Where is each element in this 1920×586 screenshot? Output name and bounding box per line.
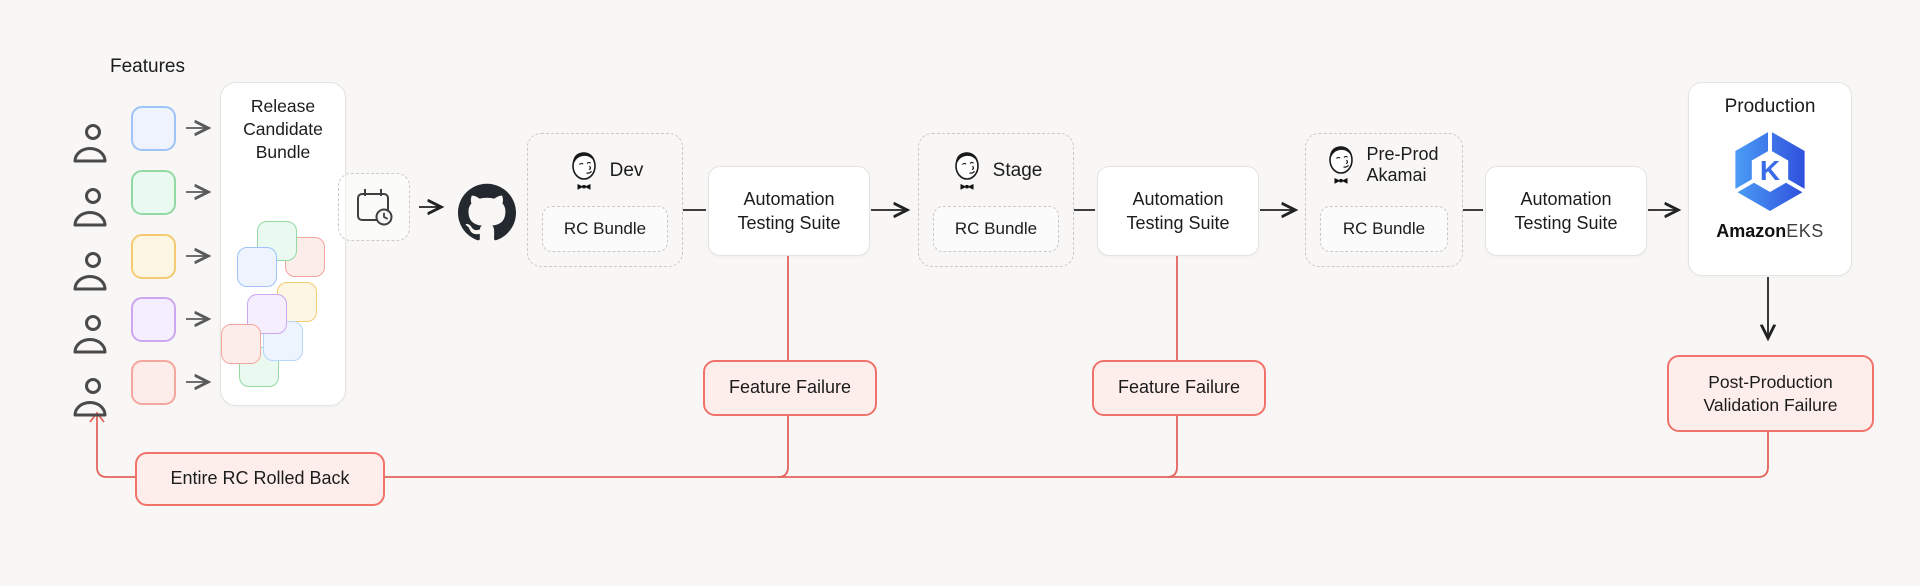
rc-bundle-chip: RC Bundle <box>933 206 1059 252</box>
amazon-eks-icon: K <box>1732 129 1808 211</box>
jenkins-icon <box>954 152 979 190</box>
feature-square <box>131 106 176 151</box>
stage-header: Stage <box>919 134 1073 193</box>
post-production-failure-label: Post-Production Validation Failure <box>1703 371 1838 415</box>
failure-line-stage <box>1166 255 1178 478</box>
automation-suite-label: Automation Testing Suite <box>1514 188 1618 233</box>
stage-box-dev: Dev RC Bundle <box>527 133 683 267</box>
bundle-feature-square <box>237 247 277 287</box>
feature-square <box>131 297 176 342</box>
automation-suite-box: Automation Testing Suite <box>1097 166 1259 256</box>
stage-box-stage: Stage RC Bundle <box>918 133 1074 267</box>
rollback-return-line <box>96 414 135 478</box>
wordmark-amazon: Amazon <box>1716 221 1787 241</box>
post-production-failure-box: Post-Production Validation Failure <box>1667 355 1874 432</box>
developer-icon <box>73 378 107 417</box>
automation-suite-box: Automation Testing Suite <box>708 166 870 256</box>
bundle-feature-square <box>221 324 261 364</box>
svg-text:K: K <box>1760 155 1780 186</box>
stage-label: Dev <box>609 160 644 181</box>
calendar-clock-icon <box>357 189 393 226</box>
stage-label: Pre-Prod Akamai <box>1366 143 1439 185</box>
feature-row <box>70 106 220 163</box>
feature-failure-box-1: Feature Failure <box>703 360 877 416</box>
stage-box-preprod: Pre-Prod Akamai RC Bundle <box>1305 133 1463 267</box>
developer-icon <box>73 252 107 291</box>
amazon-eks-wordmark: AmazonEKS <box>1716 221 1824 242</box>
rollback-main-line <box>381 429 1769 478</box>
feature-row <box>70 297 220 354</box>
rollback-box: Entire RC Rolled Back <box>135 452 385 506</box>
feature-square <box>131 170 176 215</box>
features-label: Features <box>110 56 185 77</box>
feature-square <box>131 360 176 405</box>
pipeline-connectors <box>419 207 1768 338</box>
feature-row <box>70 170 220 227</box>
wordmark-eks: EKS <box>1786 221 1824 241</box>
production-title: Production <box>1724 96 1816 117</box>
production-box: Production K AmazonEKS <box>1688 82 1852 276</box>
schedule-box <box>338 173 410 241</box>
stage-header: Pre-Prod Akamai <box>1306 134 1462 187</box>
rc-bundle-chip: RC Bundle <box>542 206 668 252</box>
developer-icon <box>73 315 107 354</box>
jenkins-icon <box>571 152 596 190</box>
developer-icon <box>73 188 107 227</box>
rollback-wiring <box>89 255 1769 478</box>
feature-failure-box-2: Feature Failure <box>1092 360 1266 416</box>
bundle-cluster <box>221 83 345 405</box>
feature-row <box>70 360 220 417</box>
feature-row <box>70 234 220 291</box>
developer-icon <box>73 124 107 163</box>
release-candidate-bundle-box: Release Candidate Bundle <box>220 82 346 406</box>
rc-bundle-chip: RC Bundle <box>1320 206 1448 252</box>
bundle-title: Release Candidate Bundle <box>243 96 323 163</box>
rollback-up-arrowhead <box>89 411 105 423</box>
github-icon <box>458 183 516 241</box>
stage-header: Dev <box>528 134 682 193</box>
failure-line-dev <box>777 255 789 478</box>
automation-suite-label: Automation Testing Suite <box>1126 188 1230 233</box>
stage-label: Stage <box>992 160 1043 181</box>
feature-square <box>131 234 176 279</box>
automation-suite-label: Automation Testing Suite <box>737 188 841 233</box>
jenkins-icon <box>1328 146 1353 184</box>
automation-suite-box: Automation Testing Suite <box>1485 166 1647 256</box>
feature-arrows <box>186 128 208 382</box>
